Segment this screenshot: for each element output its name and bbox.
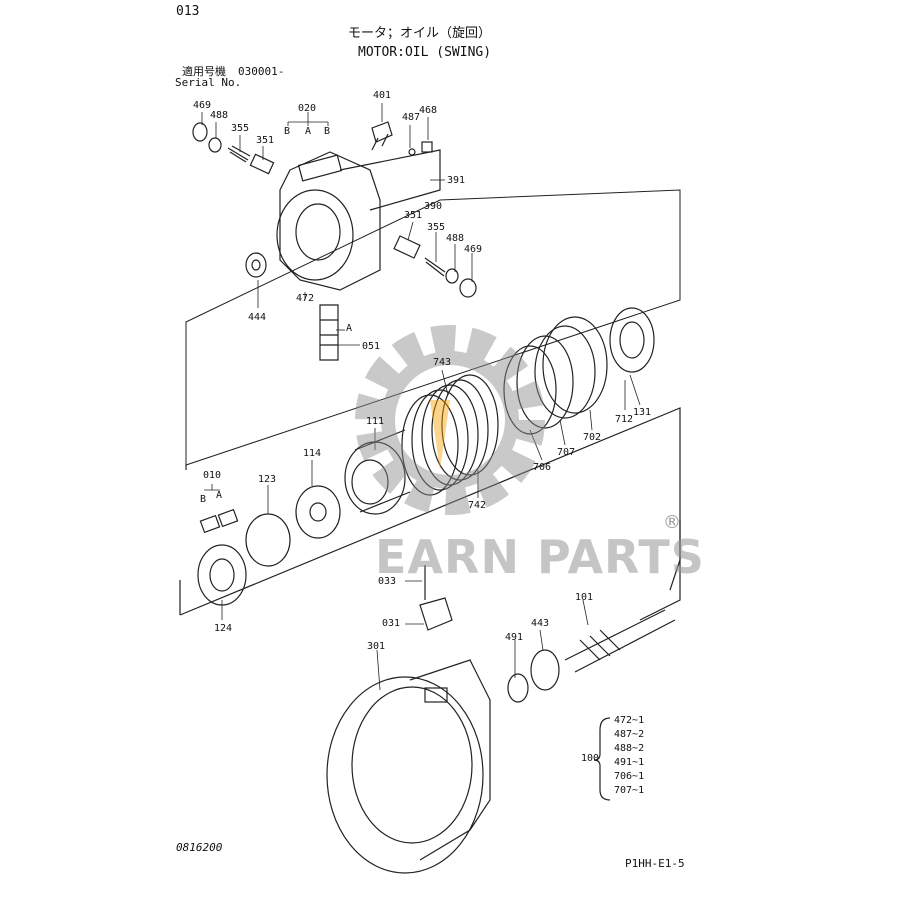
callout-355: 355 [427, 222, 446, 233]
callout-390: 390 [424, 201, 443, 212]
callout-488: 488 [210, 110, 229, 121]
callout-444: 444 [248, 312, 267, 323]
applicable-label: 適用号機 [182, 65, 226, 78]
callout-355: 355 [231, 123, 250, 134]
kit-item: 707~1 [614, 785, 645, 796]
callout-712: 712 [615, 414, 634, 425]
kit-item: 472~1 [614, 715, 645, 726]
serial-value: 030001- [238, 65, 285, 78]
callout-742: 742 [468, 500, 487, 511]
serial-label: Serial No. [175, 76, 242, 89]
callout-351: 351 [404, 210, 423, 221]
callout-469: 469 [464, 244, 483, 255]
callout-031: 031 [382, 618, 401, 629]
callout-702: 702 [583, 432, 602, 443]
callout-706: 706 [533, 462, 552, 473]
callout-472: 472 [296, 293, 315, 304]
callout-401: 401 [373, 90, 392, 101]
callout-491: 491 [505, 632, 524, 643]
callout-b: B [324, 126, 331, 137]
callout-124: 124 [214, 623, 233, 634]
callout-a: A [346, 323, 353, 334]
callout-111: 111 [366, 416, 385, 427]
callout-391: 391 [447, 175, 466, 186]
callout-b: B [284, 126, 291, 137]
kit-item: 491~1 [614, 757, 645, 768]
callout-101: 101 [575, 592, 594, 603]
kit-item: 487~2 [614, 729, 645, 740]
callout-131: 131 [633, 407, 652, 418]
callout-469: 469 [193, 100, 212, 111]
callout-a: A [305, 126, 312, 137]
kit-code: 100 [581, 753, 600, 764]
callout-123: 123 [258, 474, 277, 485]
kit-item: 706~1 [614, 771, 645, 782]
watermark-gear [355, 325, 545, 515]
callout-707: 707 [557, 447, 576, 458]
callout-351: 351 [256, 135, 275, 146]
callout-468: 468 [419, 105, 438, 116]
callout-743: 743 [433, 357, 452, 368]
sheet-reference: P1HH-E1-5 [625, 857, 685, 870]
kit-item: 488~2 [614, 743, 645, 754]
callout-051: 051 [362, 341, 381, 352]
registered-mark: ® [663, 512, 681, 533]
callout-010: 010 [203, 470, 222, 481]
drawing-number: 0816200 [176, 841, 223, 854]
callout-488: 488 [446, 233, 465, 244]
callout-020: 020 [298, 103, 317, 114]
page-code: 013 [176, 4, 200, 19]
callout-487: 487 [402, 112, 421, 123]
callout-b: B [200, 494, 207, 505]
callout-a: A [216, 490, 223, 501]
title-japanese: モータ；オイル（旋回） [348, 26, 492, 41]
callout-301: 301 [367, 641, 386, 652]
valve-block-top [276, 149, 441, 291]
title-english: MOTOR:OIL (SWING) [358, 45, 492, 60]
callout-443: 443 [531, 618, 550, 629]
watermark-logo-text: EARN PARTS [375, 530, 705, 584]
callout-033: 033 [378, 576, 397, 587]
callout-114: 114 [303, 448, 322, 459]
